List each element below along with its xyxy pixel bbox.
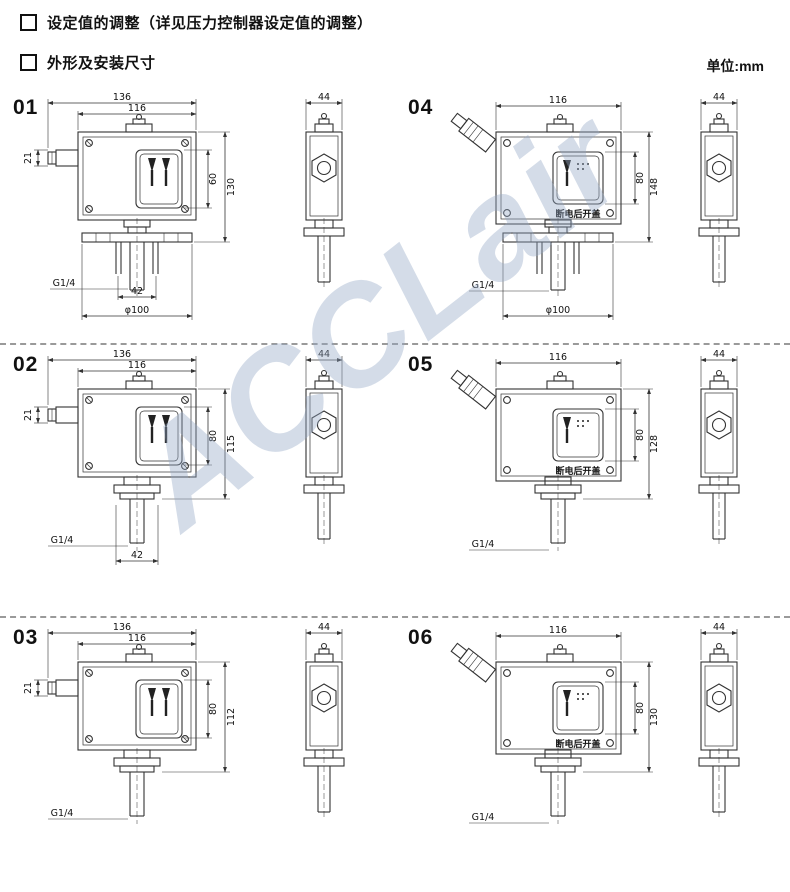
figure-04: 04 断电后开盖 116 80 148	[395, 88, 790, 343]
dim-inner-height: 60	[208, 173, 219, 185]
front-view	[448, 367, 622, 482]
front-view	[47, 643, 197, 751]
dimension-lines: 116 80 130 G1/4 44	[469, 622, 738, 824]
dim-pitch: 42	[131, 286, 143, 297]
figure-number: 06	[408, 626, 434, 649]
dim-top-outer: 136	[113, 92, 131, 103]
dim-top-inner: 116	[549, 625, 567, 636]
dim-total-height: 130	[226, 178, 237, 196]
checkbox-icon	[20, 14, 37, 31]
bottom-assembly	[534, 747, 582, 825]
side-view	[698, 369, 740, 548]
dim-top-outer: 136	[113, 622, 131, 633]
thread-label: G1/4	[472, 812, 495, 823]
header-item-2: 外形及安装尺寸	[20, 52, 156, 73]
row-2: 02 136 116 21	[0, 343, 790, 616]
figure-number: 03	[13, 626, 39, 649]
checkbox-icon	[20, 54, 37, 71]
row-1: 01 136 116 21	[0, 88, 790, 343]
thread-label: G1/4	[51, 808, 74, 819]
bottom-assembly	[502, 217, 614, 299]
dimension-lines: 136 116 21 80 112 G1/4	[23, 622, 343, 820]
dim-top-inner: 116	[128, 360, 146, 371]
dim-total-height: 115	[226, 435, 237, 453]
figure-05: 05 断电后开盖 116 80 128	[395, 345, 790, 616]
bottom-assembly	[534, 474, 582, 552]
figure-03: 03 136 116 21	[0, 618, 395, 886]
side-view	[303, 369, 345, 548]
thread-label: G1/4	[53, 278, 76, 289]
figure-05-drawing: 断电后开盖 116 80 128 G1/4	[448, 349, 740, 552]
dim-flange: φ100	[125, 305, 149, 316]
side-view	[303, 112, 345, 291]
figure-06-drawing: 断电后开盖 116 80 130 G1/4	[448, 622, 740, 825]
dim-side-width: 44	[713, 92, 725, 103]
dim-flange: φ100	[546, 305, 570, 316]
dimension-lines: 116 80 128 G1/4 44	[469, 349, 738, 551]
figure-grid: 01 136 116 21	[0, 88, 790, 886]
figure-01-drawing: 136 116 21 60 130 G1/4	[23, 92, 345, 320]
figure-06: 06 断电后开盖 116 80 130	[395, 618, 790, 886]
row-3: 03 136 116 21	[0, 616, 790, 886]
dim-top-inner: 116	[128, 103, 146, 114]
dim-inner-height: 80	[635, 429, 646, 441]
figure-02: 02 136 116 21	[0, 345, 395, 616]
dim-pitch: 42	[131, 550, 143, 561]
unit-label: 单位:mm	[706, 58, 764, 74]
figure-number: 01	[13, 96, 39, 119]
thread-label: G1/4	[51, 535, 74, 546]
bottom-assembly	[113, 747, 161, 825]
front-view	[448, 110, 622, 225]
dim-total-height: 112	[226, 708, 237, 726]
dim-left-offset: 21	[23, 409, 34, 421]
dimension-lines: 136 116 21 60 130 G1/4	[23, 92, 343, 320]
side-view	[698, 642, 740, 821]
dim-side-width: 44	[713, 349, 725, 360]
figure-number: 05	[408, 353, 434, 376]
dim-left-offset: 21	[23, 682, 34, 694]
dimension-lines: 116 80 148 G1/4 φ100	[469, 92, 738, 320]
dim-top-outer: 136	[113, 349, 131, 360]
dim-inner-height: 80	[635, 702, 646, 714]
dim-top-inner: 116	[549, 352, 567, 363]
cover-label: 断电后开盖	[555, 465, 600, 477]
dim-side-width: 44	[318, 349, 330, 360]
dim-total-height: 128	[649, 435, 660, 453]
front-view	[47, 370, 197, 478]
dim-inner-height: 80	[208, 430, 219, 442]
header-item-1-label: 设定值的调整（详见压力控制器设定值的调整）	[47, 15, 373, 32]
dim-side-width: 44	[318, 92, 330, 103]
dim-inner-height: 80	[208, 703, 219, 715]
dim-top-inner: 116	[128, 633, 146, 644]
header-item-2-label: 外形及安装尺寸	[47, 55, 156, 72]
dim-side-width: 44	[713, 622, 725, 633]
dim-top-inner: 116	[549, 95, 567, 106]
figure-number: 02	[13, 353, 39, 376]
figure-number: 04	[408, 96, 434, 119]
figure-03-drawing: 136 116 21 80 112 G1/4	[23, 622, 345, 825]
thread-label: G1/4	[472, 280, 495, 291]
front-view	[448, 640, 622, 755]
dim-total-height: 130	[649, 708, 660, 726]
side-view	[303, 642, 345, 821]
cover-label: 断电后开盖	[555, 208, 600, 220]
front-view	[47, 113, 197, 221]
thread-label: G1/4	[472, 539, 495, 550]
dimension-lines: 136 116 21 80 115 G1/4	[23, 349, 343, 565]
dim-total-height: 148	[649, 178, 660, 196]
figure-04-drawing: 断电后开盖 116 80 148 G1/4	[448, 92, 740, 320]
cover-label: 断电后开盖	[555, 738, 600, 750]
bottom-assembly	[113, 474, 161, 552]
dim-inner-height: 80	[635, 172, 646, 184]
dim-left-offset: 21	[23, 152, 34, 164]
figure-01: 01 136 116 21	[0, 88, 395, 343]
figure-02-drawing: 136 116 21 80 115 G1/4	[23, 349, 345, 565]
side-view	[698, 112, 740, 291]
dim-side-width: 44	[318, 622, 330, 633]
header-item-1: 设定值的调整（详见压力控制器设定值的调整）	[20, 12, 373, 33]
